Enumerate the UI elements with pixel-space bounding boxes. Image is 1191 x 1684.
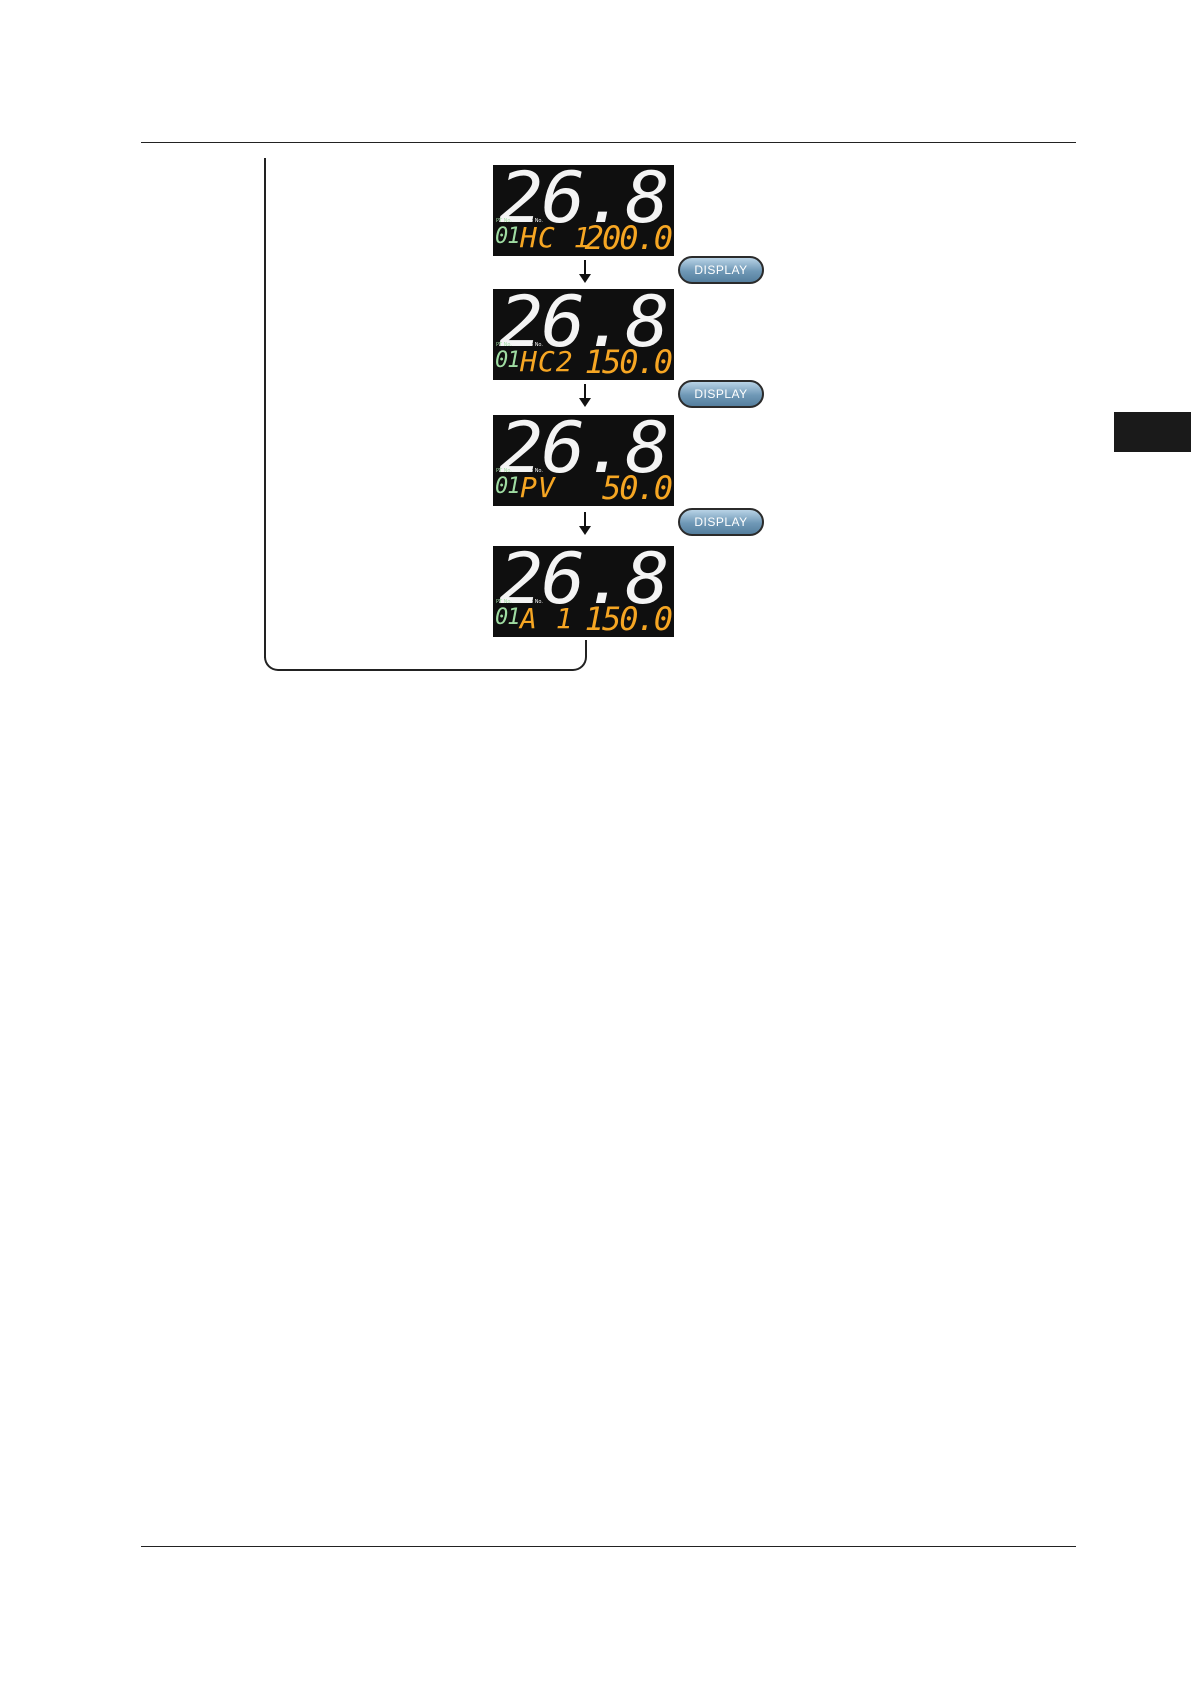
loop-number: 01: [495, 348, 520, 373]
header-rule: [141, 142, 1076, 143]
loop-number: 01: [495, 224, 520, 249]
loop-return-corner: [264, 640, 587, 671]
chapter-tab: [1114, 412, 1191, 452]
display-key-3[interactable]: DISPLAY: [678, 508, 764, 536]
parameter-symbol: HC2: [520, 345, 574, 378]
display-screen-2: 26.8 PT No. STG No. 01 HC2 150.0: [493, 289, 674, 380]
parameter-symbol: A 1: [520, 602, 574, 635]
parameter-value: 150.0: [585, 343, 671, 380]
parameter-value: 200.0: [585, 219, 671, 256]
parameter-value: 150.0: [585, 600, 671, 637]
down-arrow-2: [584, 384, 586, 405]
parameter-value: 50.0: [602, 469, 671, 506]
parameter-symbol: PV: [520, 471, 556, 504]
parameter-symbol: HC 1: [520, 221, 591, 254]
display-screen-1: 26.8 PT No. STG No. 01 HC 1 200.0: [493, 165, 674, 256]
down-arrow-1: [584, 260, 586, 281]
loop-return-line: [264, 158, 266, 658]
loop-number: 01: [495, 474, 520, 499]
loop-number: 01: [495, 605, 520, 630]
footer-rule: [141, 1546, 1076, 1547]
display-screen-3: 26.8 PT No. STG No. 01 PV 50.0: [493, 415, 674, 506]
down-arrow-3: [584, 512, 586, 533]
display-key-1[interactable]: DISPLAY: [678, 256, 764, 284]
display-key-2[interactable]: DISPLAY: [678, 380, 764, 408]
display-screen-4: 26.8 PT No. STG No. 01 A 1 150.0: [493, 546, 674, 637]
